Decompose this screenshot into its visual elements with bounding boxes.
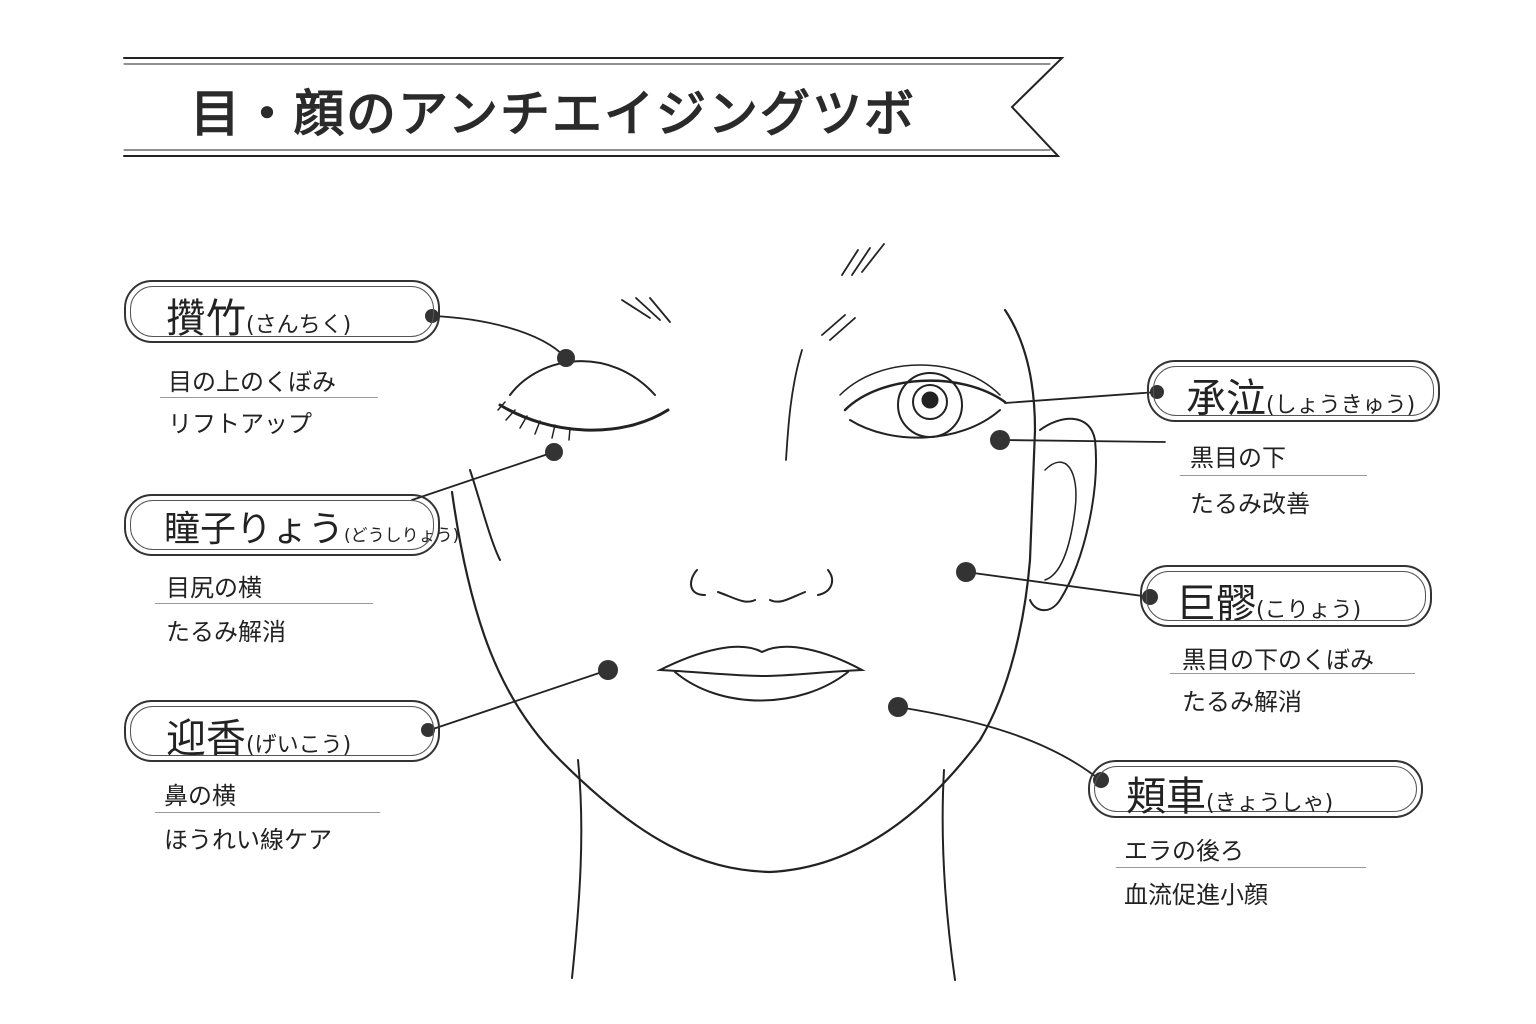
title-banner xyxy=(123,57,1065,157)
label-box-koryo xyxy=(1140,565,1432,627)
divider xyxy=(155,812,380,813)
point-kanji: 迎香 xyxy=(166,716,246,762)
point-location: 目の上のくぼみ xyxy=(168,368,336,396)
divider xyxy=(160,397,378,398)
point-reading: (げいこう) xyxy=(246,733,352,758)
lips xyxy=(656,645,866,702)
page-title: 目・顔のアンチエイジングツボ xyxy=(190,85,916,143)
divider xyxy=(1180,475,1367,476)
point-effect: たるみ解消 xyxy=(166,618,286,646)
point-reading: (こりょう) xyxy=(1256,598,1362,623)
point-name-kyosha: 頬車(きょうしゃ) xyxy=(1126,764,1333,822)
point-effect: 血流促進小顔 xyxy=(1124,881,1268,909)
ear-inner xyxy=(1044,461,1077,581)
point-name-shokyu: 承泣(しょうきゅう) xyxy=(1186,366,1415,424)
point-location: 鼻の横 xyxy=(164,782,236,810)
label-box-geiko xyxy=(124,700,440,762)
label-box-kyosha xyxy=(1088,760,1423,818)
point-kanji: 瞳子りょう xyxy=(164,509,345,550)
label-box-sanchiku xyxy=(124,280,440,343)
point-reading: (しょうきゅう) xyxy=(1266,393,1416,418)
eyelashes xyxy=(497,401,571,441)
acupoint-doshiryo xyxy=(545,443,563,461)
point-reading: (どうしりょう) xyxy=(344,526,460,546)
acupoint-geiko xyxy=(598,660,618,680)
acupoint-sanchiku xyxy=(557,349,575,367)
label-box-doshiryo xyxy=(124,494,440,556)
point-location: 黒目の下のくぼみ xyxy=(1182,646,1374,674)
point-effect: リフトアップ xyxy=(168,410,312,438)
acupoint-kyosha xyxy=(888,697,908,717)
point-effect: たるみ改善 xyxy=(1190,490,1310,518)
ear xyxy=(1029,417,1097,612)
acupoint-shokyu xyxy=(990,430,1010,450)
face-outline-left xyxy=(469,469,501,561)
point-name-doshiryo: 瞳子りょう(どうしりょう) xyxy=(164,500,459,552)
divider xyxy=(1116,867,1366,868)
closed-eyelid xyxy=(498,403,670,432)
nose xyxy=(690,569,834,603)
cheek-line xyxy=(785,349,803,461)
divider xyxy=(1170,673,1415,674)
neck xyxy=(571,759,956,981)
point-name-geiko: 迎香(げいこう) xyxy=(166,706,351,764)
point-location: エラの後ろ xyxy=(1124,837,1244,865)
point-reading: (きょうしゃ) xyxy=(1206,791,1334,816)
point-effect: ほうれい線ケア xyxy=(164,826,332,854)
open-eye xyxy=(839,364,1007,439)
point-name-sanchiku: 攢竹(さんちく) xyxy=(166,286,351,344)
closed-eye xyxy=(509,360,656,396)
acupoint-koryo xyxy=(956,562,976,582)
acupoint-dots xyxy=(421,309,1164,788)
hair-strokes xyxy=(621,243,885,341)
point-location: 黒目の下 xyxy=(1190,444,1286,472)
point-kanji: 巨髎 xyxy=(1176,581,1256,627)
face-outline xyxy=(450,308,1037,874)
point-kanji: 攢竹 xyxy=(166,296,246,342)
point-name-koryo: 巨髎(こりょう) xyxy=(1176,571,1361,629)
point-kanji: 承泣 xyxy=(1186,376,1266,422)
point-location: 目尻の横 xyxy=(166,574,262,602)
connector-lines xyxy=(411,315,1166,781)
point-reading: (さんちく) xyxy=(246,313,352,338)
point-effect: たるみ解消 xyxy=(1182,688,1302,716)
divider xyxy=(155,603,373,604)
label-box-shokyu xyxy=(1147,360,1440,422)
point-kanji: 頬車 xyxy=(1126,774,1206,820)
